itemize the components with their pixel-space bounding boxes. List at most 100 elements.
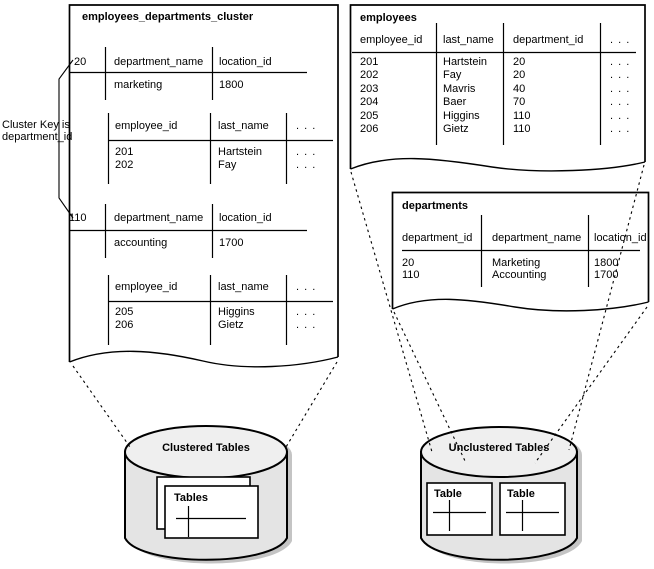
cluster-box-title: employees_departments_cluster	[82, 11, 254, 23]
cell: 20	[513, 69, 526, 81]
cluster-box-left-projection-line	[72, 365, 131, 448]
clustered-cylinder	[124, 425, 292, 564]
ellipsis-column: . . .	[610, 34, 631, 46]
ellipsis-cell: . . .	[610, 123, 631, 135]
col-header: employee_id	[115, 281, 178, 293]
table-box-1-label: Table	[434, 488, 462, 500]
cell: 206	[360, 123, 379, 135]
col-header: department_name	[114, 56, 204, 68]
table-box-2-grid-icon	[506, 500, 559, 531]
departments-box-torn-edge	[392, 298, 649, 312]
cell: 40	[513, 83, 526, 95]
col-header: last_name	[218, 120, 269, 132]
cell: Fay	[218, 159, 237, 171]
employees-box-outline	[349, 4, 646, 169]
departments-table-title: departments	[402, 200, 469, 212]
cell: Gietz	[443, 123, 469, 135]
employees-rules	[352, 23, 636, 145]
cell: Accounting	[492, 269, 547, 281]
cluster-table-rules	[70, 47, 333, 345]
cluster-emp1-rules	[107, 113, 333, 184]
cluster-dept1-rules	[70, 47, 307, 100]
ellipsis-cell: . . .	[296, 306, 317, 318]
ellipsis-cell: . . .	[610, 96, 631, 108]
col-header: employee_id	[360, 34, 423, 46]
cell: marketing	[114, 79, 163, 91]
col-header: department_id	[402, 232, 473, 244]
tables-page-front-icon	[164, 485, 259, 539]
cluster-box-outline	[68, 4, 339, 362]
cell: Mavris	[443, 83, 476, 95]
cell: Fay	[443, 69, 462, 81]
table-box-1-grid-icon	[433, 500, 486, 531]
ellipsis-cell: . . .	[296, 146, 317, 158]
col-header: last_name	[218, 281, 269, 293]
ellipsis-cell: . . .	[610, 110, 631, 122]
cluster-key-value-1: 20	[74, 56, 87, 68]
cell: Hartstein	[443, 56, 488, 68]
cell: 202	[360, 69, 379, 81]
col-header: department_name	[492, 232, 582, 244]
cell: Baer	[443, 96, 467, 108]
cell: 20	[402, 257, 415, 269]
cell: 70	[513, 96, 526, 108]
clustered-cylinder-label: Clustered Tables	[162, 442, 250, 454]
cell: 1700	[594, 269, 619, 281]
col-header: employee_id	[115, 120, 178, 132]
cluster-key-bracket	[58, 59, 74, 219]
cell: 1800	[219, 79, 244, 91]
cell: 203	[360, 83, 379, 95]
table-box-1-icon	[426, 482, 493, 536]
employees-box-torn-edge	[350, 157, 646, 172]
cell: 205	[360, 110, 379, 122]
cluster-box-torn-edge	[69, 350, 339, 368]
col-header: location_id	[219, 56, 272, 68]
employees-right-projection-line	[568, 164, 645, 451]
table-box-2-label: Table	[507, 488, 535, 500]
cell: 110	[402, 269, 420, 281]
projection-lines	[72, 164, 648, 464]
departments-right-projection-line	[534, 306, 648, 464]
ellipsis-cell: . . .	[610, 83, 631, 95]
ellipsis-cell: . . .	[610, 69, 631, 81]
cell: 202	[115, 159, 134, 171]
cell: 20	[513, 56, 526, 68]
col-header: department_id	[513, 34, 584, 46]
departments-rules	[402, 215, 640, 287]
cluster-box-right-projection-line	[285, 361, 338, 448]
unclustered-cylinder	[420, 426, 582, 564]
departments-left-projection-line	[393, 311, 467, 464]
cell: Higgins	[218, 306, 255, 318]
cell: 206	[115, 319, 134, 331]
cluster-key-note-line2: department_id	[2, 131, 73, 143]
col-header: last_name	[443, 34, 494, 46]
cell: Marketing	[492, 257, 541, 269]
cell: Hartstein	[218, 146, 263, 158]
cell: 110	[513, 110, 531, 122]
cluster-key-note-line1: Cluster Key is	[2, 119, 70, 131]
ellipsis-column: . . .	[296, 120, 317, 132]
table-box-2-icon	[499, 482, 566, 536]
cell: 201	[360, 56, 379, 68]
cluster-dept2-rules	[70, 204, 307, 258]
box-outlines	[68, 4, 650, 368]
ellipsis-cell: . . .	[296, 319, 317, 331]
ellipsis-cell: . . .	[296, 159, 317, 171]
ellipsis-column: . . .	[296, 281, 317, 293]
cell: accounting	[114, 237, 168, 249]
cell: 1700	[219, 237, 244, 249]
cell: Higgins	[443, 110, 480, 122]
cluster-key-value-2: 110	[69, 212, 87, 224]
cell: 1800	[594, 257, 619, 269]
cell: 205	[115, 306, 134, 318]
col-header: location_id	[219, 212, 272, 224]
tables-page-grid-icon	[176, 506, 246, 537]
employees-left-projection-line	[350, 171, 433, 453]
unclustered-cylinder-label: Unclustered Tables	[448, 442, 550, 454]
cell: 110	[513, 123, 531, 135]
cell: 204	[360, 96, 379, 108]
col-header: department_name	[114, 212, 204, 224]
departments-box-outline	[391, 191, 650, 309]
